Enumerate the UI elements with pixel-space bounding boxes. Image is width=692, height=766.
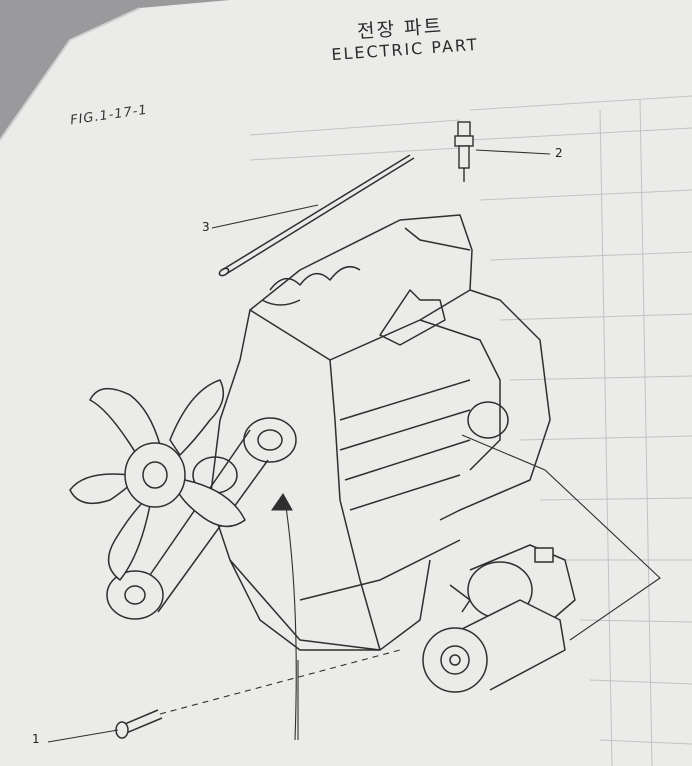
callout-1: 1 <box>32 732 40 746</box>
engine-assembly <box>106 214 551 651</box>
cooling-fan <box>69 379 246 581</box>
bolt-part <box>115 709 163 739</box>
leader-lines <box>47 149 661 743</box>
callout-2: 2 <box>555 146 563 160</box>
dipstick-part <box>218 154 415 277</box>
callout-3: 3 <box>202 220 210 234</box>
glow-plug-part <box>454 121 474 182</box>
background-parts-table <box>249 95 692 766</box>
starter-motor <box>422 544 576 693</box>
